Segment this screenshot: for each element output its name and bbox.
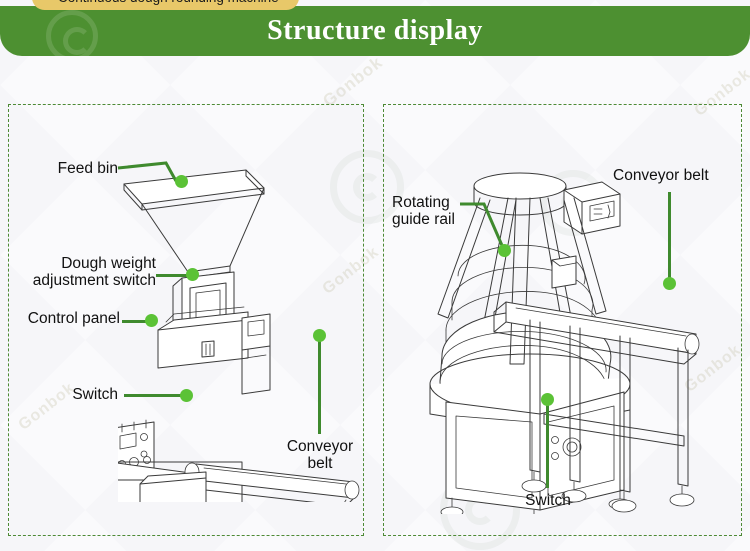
- leader-feed-bin: [117, 161, 178, 182]
- panel-dough-dividing: [8, 104, 364, 536]
- leader-switch-right: [546, 400, 549, 488]
- hotspot-control-panel[interactable]: [145, 314, 158, 327]
- hotspot-conveyor-belt-left[interactable]: [313, 329, 326, 342]
- callout-switch-left: Switch: [72, 386, 118, 403]
- brand-swirl-logo-icon: [46, 10, 98, 56]
- dough-dividing-machine-drawing: [118, 162, 368, 502]
- panel-dough-rounding: [383, 104, 742, 536]
- leader-control-panel: [122, 320, 150, 323]
- callout-feed-bin: Feed bin: [57, 160, 118, 177]
- hotspot-dough-weight-adjustment-switch[interactable]: [186, 268, 199, 281]
- hotspot-feed-bin[interactable]: [175, 175, 188, 188]
- hotspot-switch-left[interactable]: [180, 389, 193, 402]
- callout-conveyor-belt-right: Conveyor belt: [613, 167, 709, 184]
- callout-conveyor-belt-left: Conveyor belt: [286, 438, 354, 473]
- callout-rotating-guide-rail: Rotating guide rail: [392, 194, 455, 229]
- callout-switch-right: Switch: [525, 492, 571, 509]
- panel-tab-dough-rounding: Continuous dough rounding machine: [38, 0, 299, 10]
- leader-switch-left: [124, 394, 184, 397]
- hotspot-rotating-guide-rail[interactable]: [498, 244, 511, 257]
- hotspot-switch-right[interactable]: [541, 393, 554, 406]
- callout-control-panel: Control panel: [27, 310, 120, 327]
- leader-dough-weight-adjustment-switch: [156, 274, 192, 277]
- dough-rounding-machine-drawing: [424, 164, 734, 514]
- leader-conveyor-belt-right: [668, 192, 671, 282]
- callout-dough-weight-adjustment-switch: Dough weight adjustment switch: [32, 255, 156, 290]
- header-banner: Structure display: [0, 6, 750, 56]
- page-title: Structure display: [267, 15, 483, 46]
- leader-rotating-guide-rail: [460, 202, 506, 251]
- hotspot-conveyor-belt-right[interactable]: [663, 277, 676, 290]
- leader-conveyor-belt-left: [318, 336, 321, 434]
